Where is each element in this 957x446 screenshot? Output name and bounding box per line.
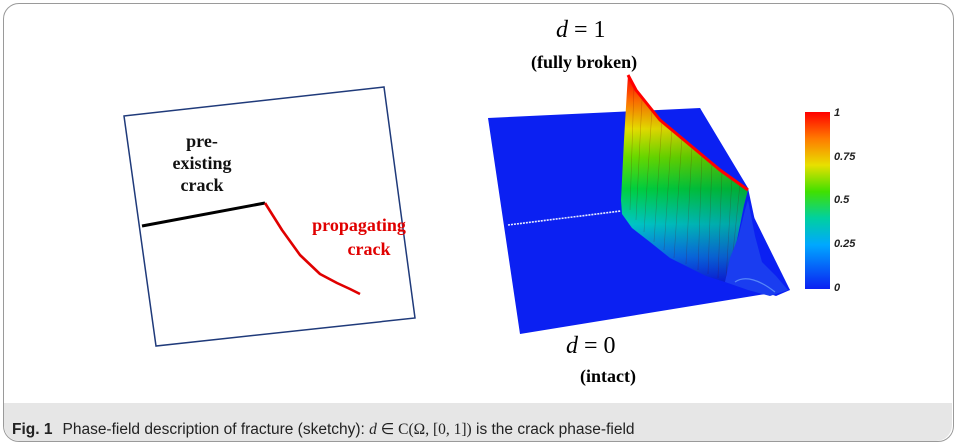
caption-math-var: d (369, 421, 377, 438)
caption-label: Fig. 1 (12, 421, 53, 438)
top-eq-rest: = 1 (568, 17, 606, 43)
colorbar-tick-075: 0.75 (834, 151, 856, 163)
domain-box (123, 86, 416, 347)
top-subtitle: (fully broken) (531, 52, 638, 72)
propagating-crack-line (263, 202, 361, 296)
figure-caption: Fig. 1 Phase-field description of fractur… (12, 420, 635, 439)
pre-existing-line2: existing (172, 153, 232, 173)
ridge-crest (626, 74, 749, 192)
top-eq-var: d (556, 17, 568, 43)
existing-crack-line (141, 201, 266, 228)
colorbar-tick-025: 0.25 (834, 238, 856, 250)
caption-math-set: ∈ C(Ω, [0, 1]) (376, 421, 472, 438)
colorbar (805, 112, 830, 289)
bottom-equation: d = 0 (566, 333, 616, 360)
propagating-line1: propagating (312, 215, 406, 235)
pre-existing-line3: crack (180, 175, 224, 195)
pre-existing-line1: pre- (186, 131, 218, 151)
pre-existing-crack-label: pre- existing crack (157, 130, 247, 196)
colorbar-tick-0: 0 (834, 282, 841, 294)
colorbar-tick-1: 1 (834, 107, 841, 119)
bottom-eq-rest: = 0 (578, 333, 616, 359)
top-equation: d = 1 (556, 17, 606, 44)
colorbar-tick-05: 0.5 (834, 194, 850, 206)
caption-bar (4, 403, 952, 441)
caption-text-after: is the crack phase-field (471, 421, 635, 438)
propagating-line2: crack (347, 239, 391, 259)
initial-crack-trace (507, 210, 622, 226)
bottom-eq-var: d (566, 333, 578, 359)
bottom-subtitle: (intact) (580, 366, 636, 386)
propagating-crack-label: propagating crack (289, 213, 429, 261)
caption-text-before: Phase-field description of fracture (ske… (62, 421, 370, 438)
field-base-rise (725, 200, 788, 296)
